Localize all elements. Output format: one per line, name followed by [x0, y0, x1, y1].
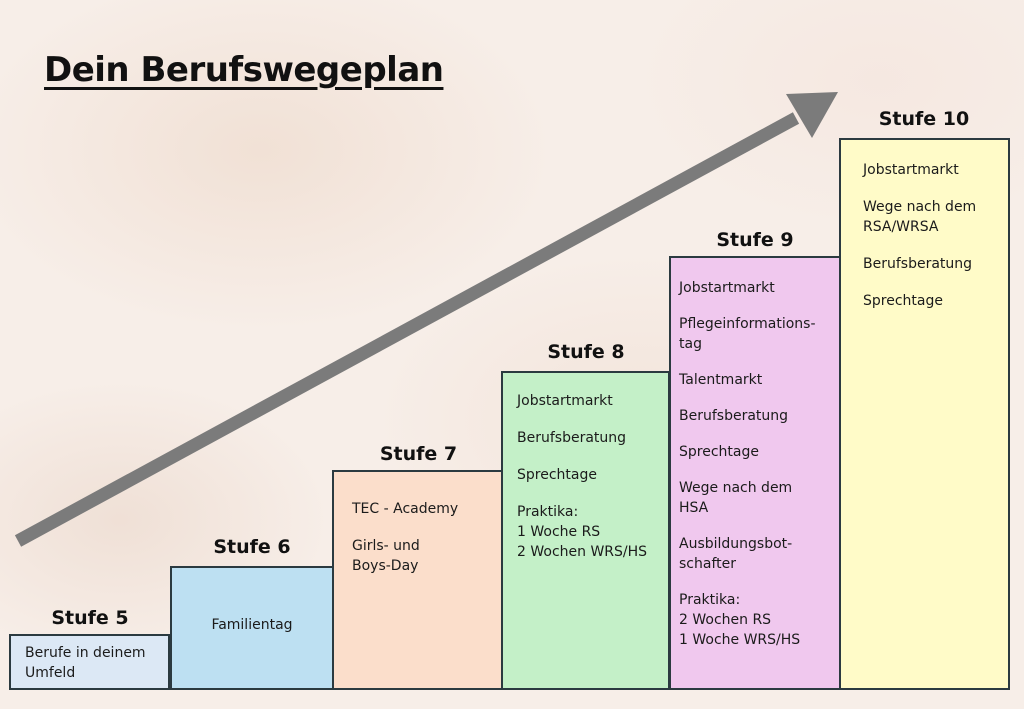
stage-item: Pflegeinformations- tag: [679, 316, 816, 352]
stage-item: Berufe in deinem Umfeld: [25, 645, 146, 681]
stage-box-6: Familientag: [170, 566, 334, 690]
stage-item: Sprechtage: [863, 293, 943, 309]
stage-label-5: Stufe 5: [51, 607, 129, 629]
stage-label-6: Stufe 6: [213, 536, 291, 558]
stage-item: Jobstartmarkt: [863, 162, 959, 178]
page-title: Dein Berufswegeplan: [44, 50, 444, 90]
stage-item: Jobstartmarkt: [679, 280, 775, 296]
stage-item: Sprechtage: [517, 467, 597, 483]
stage-item: Girls- und Boys-Day: [352, 538, 420, 574]
stage-item: Familientag: [211, 617, 293, 633]
stage-item: Wege nach dem HSA: [679, 480, 793, 516]
stage-box-5: Berufe in deinem Umfeld: [9, 634, 170, 690]
stage-item: Ausbildungsbot- schafter: [679, 536, 793, 572]
stage-item: Berufsberatung: [679, 408, 789, 424]
stage-box-7: TEC - Academy Girls- und Boys-Day: [332, 470, 503, 690]
stage-item: Jobstartmarkt: [517, 393, 613, 409]
stage-item: Berufsberatung: [517, 430, 627, 446]
stage-item: TEC - Academy: [352, 501, 459, 517]
stage-label-8: Stufe 8: [547, 341, 625, 363]
stage-box-8: Jobstartmarkt Berufsberatung Sprechtage …: [501, 371, 670, 690]
stage-item: Talentmarkt: [679, 372, 763, 388]
stage-box-9: Jobstartmarkt Pflegeinformations- tag Ta…: [669, 256, 841, 690]
stage-label-7: Stufe 7: [379, 443, 458, 465]
stage-item: Praktika: 2 Wochen RS 1 Woche WRS/HS: [679, 592, 801, 648]
stage-item: Berufsberatung: [863, 256, 973, 272]
stage-item: Praktika: 1 Woche RS 2 Wochen WRS/HS: [517, 504, 648, 560]
stage-item: Wege nach dem RSA/WRSA: [863, 199, 977, 235]
stage-box-10: Jobstartmarkt Wege nach dem RSA/WRSA Ber…: [839, 138, 1010, 690]
stage-label-10: Stufe 10: [878, 108, 970, 130]
stage-item: Sprechtage: [679, 444, 759, 460]
stage-label-9: Stufe 9: [716, 229, 794, 251]
